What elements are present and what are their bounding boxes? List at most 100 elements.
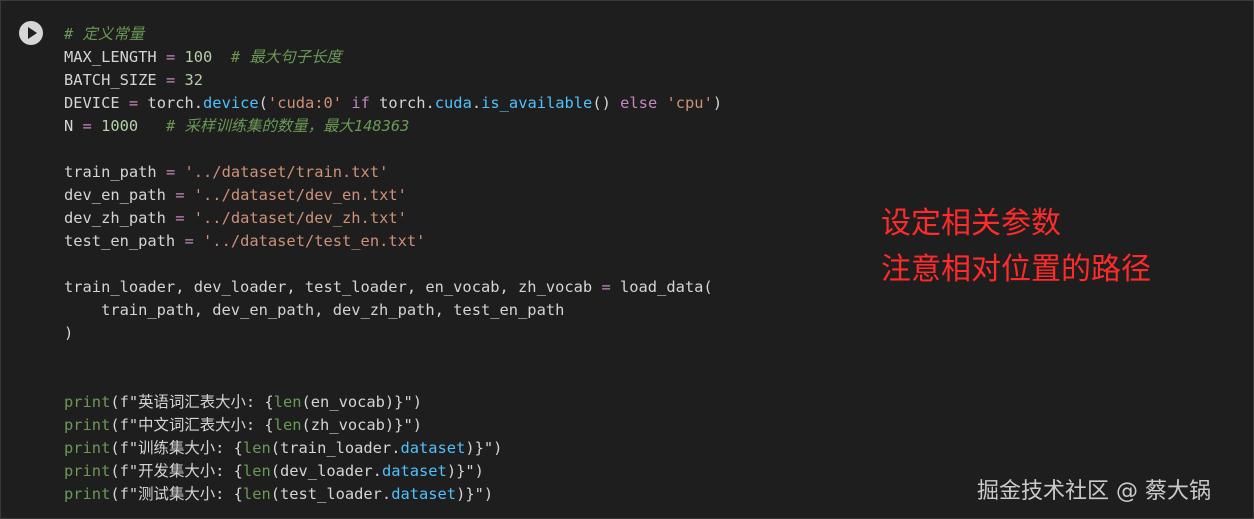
code-line: print(f"训练集大小: {len(train_loader.dataset… <box>64 437 722 460</box>
code-token-builtin: len <box>242 439 271 457</box>
code-token-plain: (train_loader. <box>270 439 401 457</box>
code-token-string: 'cuda:0' <box>267 94 343 112</box>
code-token-plain: train_path, dev_en_path, dev_zh_path, te… <box>64 301 565 319</box>
code-token-plain <box>175 71 184 89</box>
code-line: BATCH_SIZE = 32 <box>64 69 722 92</box>
code-token-builtin: len <box>273 393 302 411</box>
code-token-comment: # 最大句子长度 <box>230 48 342 66</box>
code-token-plain: MAX_LENGTH <box>64 48 166 66</box>
code-token-builtin: print <box>64 416 111 434</box>
code-token-plain <box>212 48 231 66</box>
code-token-op: = <box>165 48 176 66</box>
annotation-line-2: 注意相对位置的路径 <box>881 252 1151 287</box>
code-token-op: = <box>82 117 92 135</box>
code-token-plain <box>342 94 351 112</box>
code-token-plain: )}") <box>446 462 484 480</box>
code-line: print(f"测试集大小: {len(test_loader.dataset)… <box>64 483 722 506</box>
code-line: test_en_path = '../dataset/test_en.txt' <box>64 230 722 253</box>
code-line: DEVICE = torch.device('cuda:0' if torch.… <box>64 92 722 115</box>
code-line: ) <box>64 322 722 345</box>
code-token-plain: "开发集大小: { <box>128 462 243 480</box>
code-token-builtin: len <box>242 462 271 480</box>
code-token-keyword: else <box>620 94 658 112</box>
code-token-comment: # 定义常量 <box>64 25 145 43</box>
code-token-plain: DEVICE <box>64 94 129 112</box>
code-token-string: '../dataset/dev_zh.txt' <box>193 209 407 227</box>
code-line: train_loader, dev_loader, test_loader, e… <box>64 276 722 299</box>
code-line: MAX_LENGTH = 100 # 最大句子长度 <box>64 46 722 69</box>
code-token-string: '../dataset/train.txt' <box>184 163 389 181</box>
code-token-plain <box>175 48 184 66</box>
code-token-string: '../dataset/test_en.txt' <box>203 232 426 250</box>
code-token-builtin: print <box>64 462 111 480</box>
code-token-plain: dev_en_path <box>64 186 176 204</box>
code-token-plain: torch. <box>138 94 204 112</box>
code-token-plain <box>184 209 193 227</box>
code-token-op: = <box>165 71 176 89</box>
code-line: dev_en_path = '../dataset/dev_en.txt' <box>64 184 722 207</box>
code-token-plain: load_data( <box>610 278 713 296</box>
code-token-string: 'cpu' <box>666 94 713 112</box>
code-line: N = 1000 # 采样训练集的数量，最大148363 <box>64 115 722 138</box>
code-token-attr: dataset <box>391 485 457 503</box>
code-token-plain: (f <box>110 416 129 434</box>
code-token-plain: dev_zh_path <box>64 209 176 227</box>
code-token-plain: ) <box>712 94 723 112</box>
code-token-plain: torch. <box>369 94 435 112</box>
code-token-number: 32 <box>184 71 204 89</box>
code-token-plain: )}") <box>465 439 503 457</box>
code-token-plain <box>194 232 203 250</box>
code-token-plain: BATCH_SIZE <box>64 71 166 89</box>
code-token-plain: . <box>471 94 482 112</box>
code-token-attr: dataset <box>400 439 466 457</box>
code-token-plain: (f <box>110 393 129 411</box>
code-line: train_path, dev_en_path, dev_zh_path, te… <box>64 299 722 322</box>
code-token-plain: "中文词汇表大小: { <box>128 416 274 434</box>
code-line <box>64 138 722 161</box>
code-token-builtin: print <box>64 439 111 457</box>
code-token-builtin: len <box>273 416 302 434</box>
code-token-attr: is_available <box>481 94 593 112</box>
code-token-op: = <box>165 163 176 181</box>
code-token-plain: (test_loader. <box>270 485 392 503</box>
code-token-plain: train_loader, dev_loader, test_loader, e… <box>64 278 602 296</box>
code-token-plain: ) <box>64 324 74 342</box>
run-cell-button[interactable] <box>19 21 43 45</box>
code-token-attr: cuda <box>434 94 472 112</box>
code-token-plain: )}") <box>456 485 494 503</box>
code-token-builtin: print <box>64 393 111 411</box>
watermark: 掘金技术社区 @ 蔡大锅 <box>977 479 1211 504</box>
code-token-string: '../dataset/dev_en.txt' <box>193 186 407 204</box>
code-token-op: = <box>184 232 194 250</box>
code-token-op: = <box>175 209 185 227</box>
code-token-plain: N <box>64 117 83 135</box>
code-token-attr: device <box>203 94 259 112</box>
code-token-attr: dataset <box>381 462 447 480</box>
code-token-op: = <box>128 94 139 112</box>
code-token-plain: (f <box>110 439 129 457</box>
code-line <box>64 345 722 368</box>
code-token-plain: (en_vocab)}") <box>301 393 422 411</box>
code-line: print(f"英语词汇表大小: {len(en_vocab)}") <box>64 391 722 414</box>
code-line: train_path = '../dataset/train.txt' <box>64 161 722 184</box>
code-token-plain <box>657 94 666 112</box>
annotation: 设定相关参数 注意相对位置的路径 <box>881 201 1151 293</box>
code-token-plain: test_en_path <box>64 232 185 250</box>
code-token-plain: (f <box>110 485 129 503</box>
code-token-plain: "英语词汇表大小: { <box>128 393 274 411</box>
code-token-builtin: print <box>64 485 111 503</box>
code-token-number: 100 <box>184 48 213 66</box>
code-token-comment: # 采样训练集的数量，最大148363 <box>166 117 410 135</box>
code-token-number: 1000 <box>101 117 139 135</box>
code-line: # 定义常量 <box>64 23 722 46</box>
code-token-plain: (zh_vocab)}") <box>301 416 422 434</box>
code-token-builtin: len <box>242 485 271 503</box>
code-token-plain <box>175 163 184 181</box>
code-line: print(f"开发集大小: {len(dev_loader.dataset)}… <box>64 460 722 483</box>
code-token-op: = <box>601 278 611 296</box>
code-token-plain: (dev_loader. <box>270 462 382 480</box>
code-token-plain: () <box>592 94 621 112</box>
code-line <box>64 253 722 276</box>
